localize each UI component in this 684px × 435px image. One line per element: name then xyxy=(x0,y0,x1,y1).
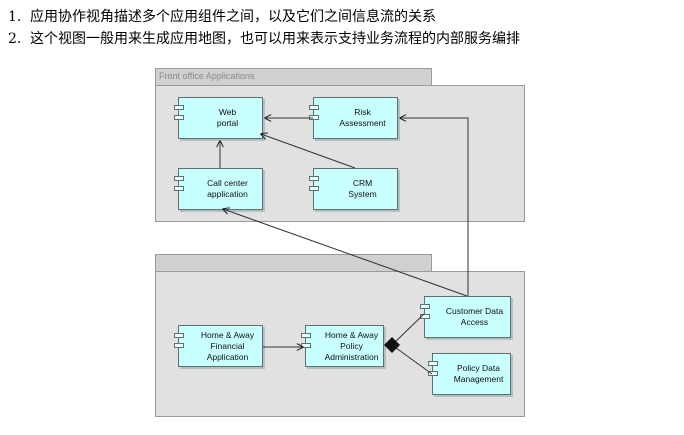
component-policy-data-management[interactable]: Policy Data Management xyxy=(428,353,511,395)
component-icon xyxy=(420,314,430,319)
component-label: Policy Data Management xyxy=(453,363,504,384)
component-label: Customer Data Access xyxy=(445,306,504,327)
component-icon xyxy=(301,333,311,338)
component-crm-system[interactable]: CRM System xyxy=(309,168,398,210)
component-label: CRM System xyxy=(348,178,377,199)
component-icon xyxy=(428,371,438,376)
back-office-group-tab[interactable] xyxy=(155,254,432,271)
front-office-group-tab[interactable]: Front office Applications xyxy=(155,68,432,85)
component-policy-administration[interactable]: Home & Away Policy Administration xyxy=(301,325,384,367)
aggregation-policyadmin-to-customerdata[interactable] xyxy=(391,313,425,346)
component-icon xyxy=(309,186,319,191)
component-customer-data-access[interactable]: Customer Data Access xyxy=(420,296,511,338)
flow-customerdata-to-risk[interactable] xyxy=(400,118,469,296)
component-icon xyxy=(428,361,438,366)
front-office-group-label: Front office Applications xyxy=(159,71,255,81)
component-icon xyxy=(309,105,319,110)
component-call-center-application[interactable]: Call center application xyxy=(174,168,263,210)
note-text: 应用协作视角描述多个应用组件之间，以及它们之间信息流的关系 xyxy=(30,9,436,25)
notes: 1. 应用协作视角描述多个应用组件之间，以及它们之间信息流的关系 2. 这个视图一般… xyxy=(8,6,678,50)
component-icon xyxy=(174,333,184,338)
component-icon xyxy=(174,186,184,191)
component-icon xyxy=(174,115,184,120)
component-label: Home & Away Financial Application xyxy=(200,329,255,362)
note-line-1: 1. 应用协作视角描述多个应用组件之间，以及它们之间信息流的关系 xyxy=(8,6,678,28)
flow-customerdata-to-callcenter[interactable] xyxy=(223,209,468,297)
aggregation-diamond xyxy=(384,337,400,353)
component-icon xyxy=(174,105,184,110)
component-label: Risk Assessment xyxy=(339,107,386,128)
component-icon xyxy=(420,304,430,309)
note-line-2: 2. 这个视图一般用来生成应用地图，也可以用来表示支持业务流程的内部服务编排 xyxy=(8,28,678,50)
aggregation-policyadmin-to-policydata[interactable] xyxy=(391,344,433,375)
note-text: 这个视图一般用来生成应用地图，也可以用来表示支持业务流程的内部服务编排 xyxy=(30,31,520,47)
component-web-portal[interactable]: Web portal xyxy=(174,97,263,139)
component-icon xyxy=(174,343,184,348)
component-financial-application[interactable]: Home & Away Financial Application xyxy=(174,325,263,367)
note-number: 1. xyxy=(8,9,22,25)
flow-crm-to-web[interactable] xyxy=(261,134,356,169)
component-icon xyxy=(174,176,184,181)
component-label: Home & Away Policy Administration xyxy=(324,329,379,362)
component-risk-assessment[interactable]: Risk Assessment xyxy=(309,97,398,139)
component-label: Web portal xyxy=(216,107,239,128)
note-number: 2. xyxy=(8,31,22,47)
component-icon xyxy=(309,176,319,181)
component-label: Call center application xyxy=(207,178,248,199)
